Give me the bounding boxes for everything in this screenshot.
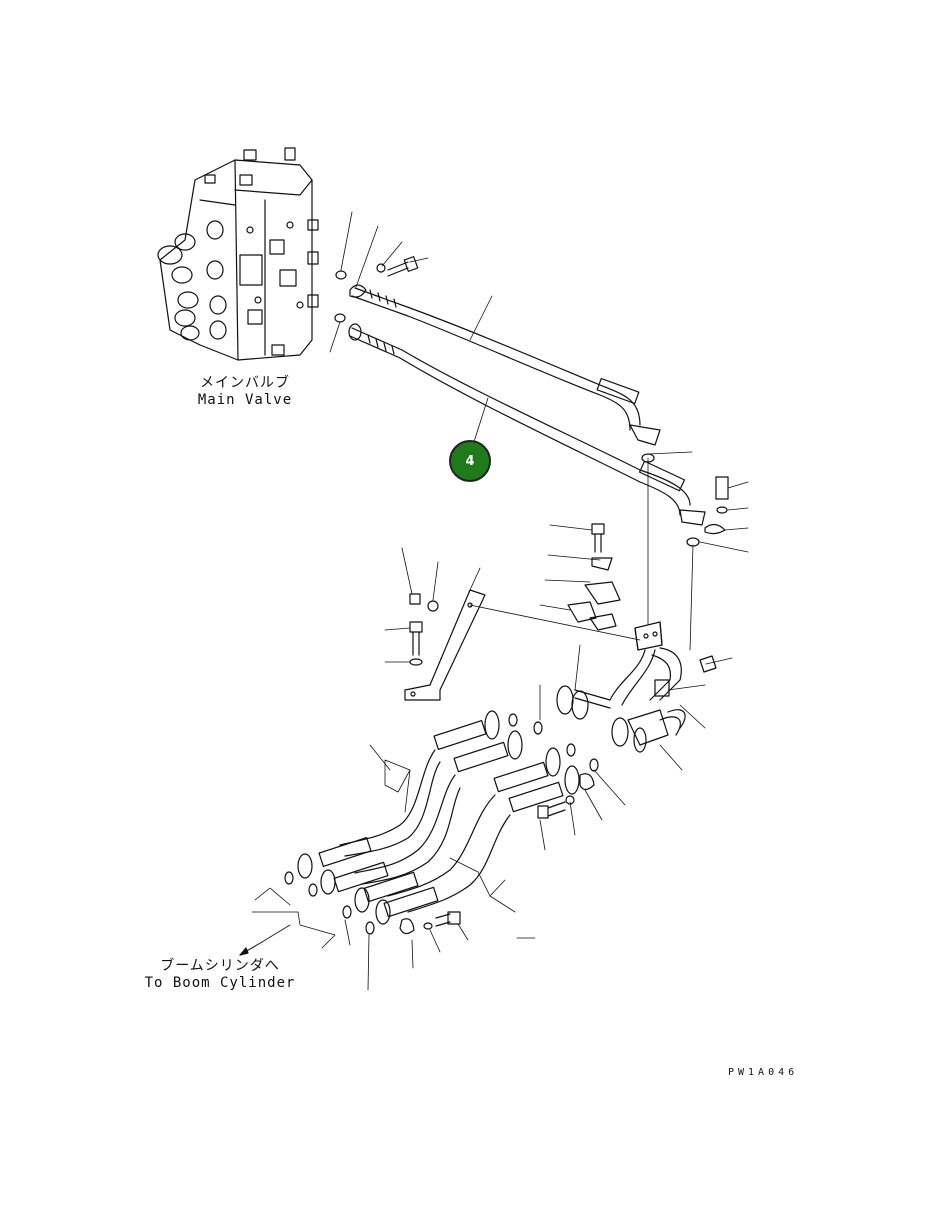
boom-cylinder-label-en: To Boom Cylinder [144,975,296,991]
main-valve-label-en: Main Valve [197,392,293,408]
main-valve-label: メインバルブ Main Valve [180,375,310,409]
boom-cylinder-label-jp: ブームシリンダへ [160,958,280,974]
upper-hose-set [334,256,729,547]
main-valve-drawing [157,147,319,361]
manifold-block-pipes [508,621,717,772]
lower-hose-set [284,710,595,935]
leader-lines-mid [384,457,694,663]
callout-number: 4 [465,453,475,469]
boom-cylinder-label: ブームシリンダへ To Boom Cylinder [130,958,310,992]
part-callout-badge[interactable]: 4 [449,440,491,482]
leader-lines-manifold [539,644,733,851]
leader-lines-upper [329,211,749,553]
boom-cylinder-arrow [239,941,263,956]
leader-lines-lower [251,744,536,991]
clamp-bracket-group [404,523,641,701]
figure-code: PW1A046 [728,1067,799,1078]
main-valve-label-jp: メインバルブ [200,375,290,391]
